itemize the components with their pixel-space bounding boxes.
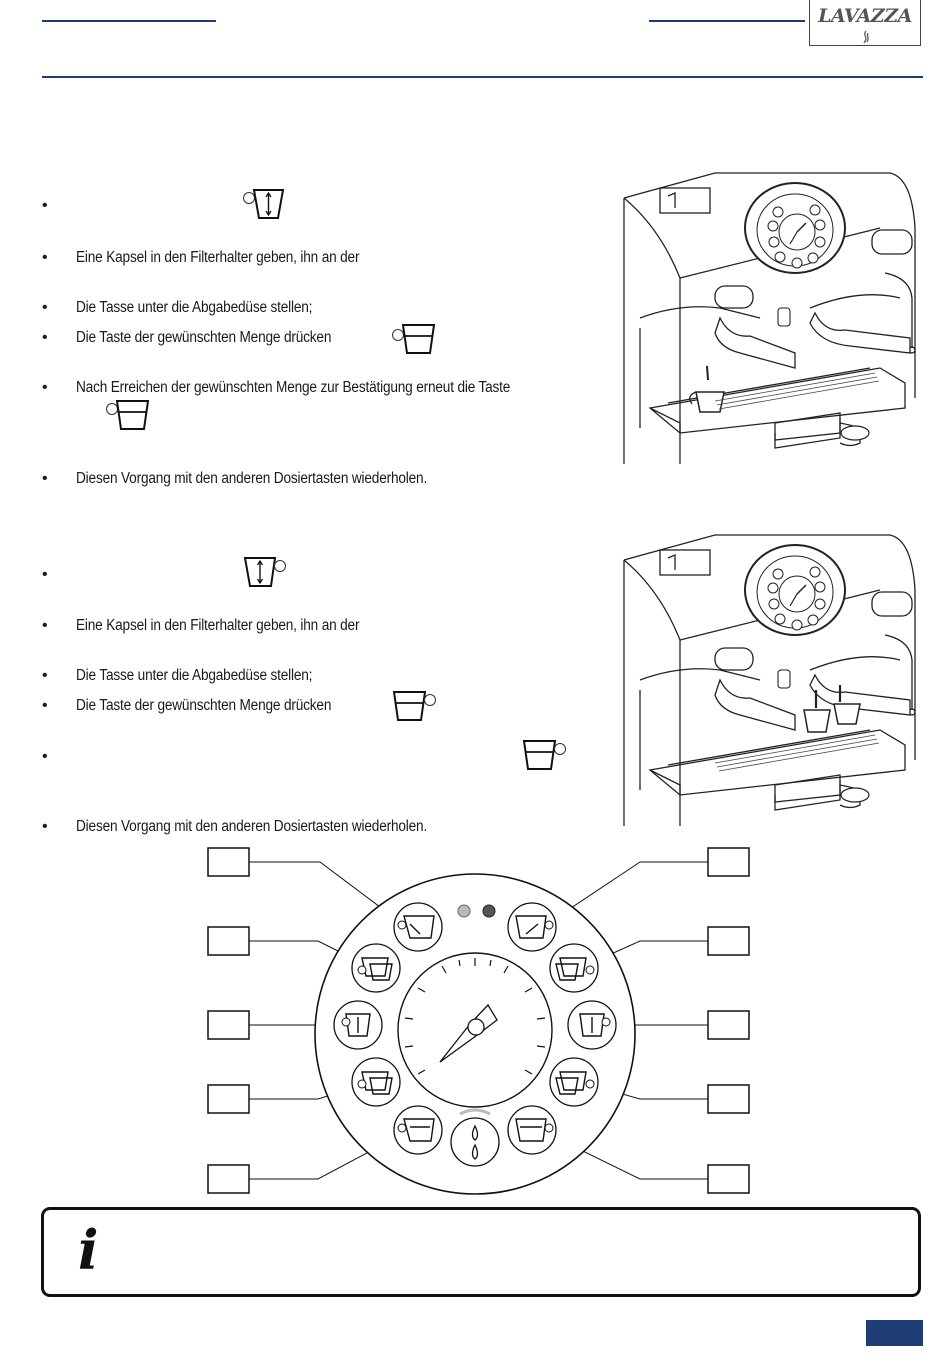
header-rule-left xyxy=(42,20,216,22)
brand-logo-text: LAVAZZA xyxy=(818,5,912,27)
programming-button-right-icon xyxy=(243,557,286,587)
callout-box xyxy=(207,1084,250,1114)
instruction-text: Die Taste der gewünschten Menge drücken xyxy=(76,697,332,714)
instruction-text: Die Tasse unter die Abgabedüse stellen; xyxy=(76,299,313,316)
large-cup-button-icon xyxy=(392,324,436,354)
callout-box xyxy=(207,1010,250,1040)
coffee-flame-icon xyxy=(863,30,869,44)
callout-box xyxy=(707,1084,750,1114)
page-number-tab xyxy=(866,1320,923,1346)
callout-box xyxy=(707,926,750,956)
bullet-dot: • xyxy=(42,329,48,346)
instruction-text: Eine Kapsel in den Filterhalter geben, i… xyxy=(76,249,360,266)
instruction-text: Die Tasse unter die Abgabedüse stellen; xyxy=(76,667,313,684)
bullet-dot: • xyxy=(42,667,48,684)
callout-box xyxy=(707,1010,750,1040)
espresso-machine-illustration-left-dispensing xyxy=(623,172,916,464)
instruction-text: Diesen Vorgang mit den anderen Dosiertas… xyxy=(76,470,428,487)
callout-box xyxy=(207,1164,250,1194)
brand-logo: LAVAZZA xyxy=(809,0,921,46)
dose-button xyxy=(507,902,557,952)
bullet-dot: • xyxy=(42,379,48,396)
callout-box xyxy=(207,926,250,956)
bullet-dot: • xyxy=(42,197,48,214)
large-cup-button-right-icon xyxy=(522,740,566,770)
bullet-dot: • xyxy=(42,617,48,634)
bullet-dot: • xyxy=(42,818,48,835)
bullet-dot: • xyxy=(42,299,48,316)
hot-water-button xyxy=(450,1117,500,1167)
bullet-dot: • xyxy=(42,566,48,583)
bullet-dot: • xyxy=(42,748,48,765)
bullet-dot: • xyxy=(42,697,48,714)
info-note-box xyxy=(41,1207,921,1297)
large-cup-button-right-icon xyxy=(392,691,436,721)
espresso-machine-illustration-right-dispensing xyxy=(623,534,916,826)
header-main-rule xyxy=(42,76,923,78)
info-icon: i xyxy=(78,1218,99,1282)
callout-box xyxy=(207,847,250,877)
control-panel-diagram xyxy=(207,847,750,1195)
callout-box xyxy=(707,847,750,877)
dose-button xyxy=(507,1105,557,1155)
dose-button xyxy=(393,1105,443,1155)
bullet-dot: • xyxy=(42,249,48,266)
instruction-text: Nach Erreichen der gewünschten Menge zur… xyxy=(76,379,511,396)
gauge-needle xyxy=(439,1003,498,1063)
indicator-lamp xyxy=(482,904,496,918)
callout-box xyxy=(707,1164,750,1194)
instruction-text: Eine Kapsel in den Filterhalter geben, i… xyxy=(76,617,360,634)
instruction-text: Diesen Vorgang mit den anderen Dosiertas… xyxy=(76,818,428,835)
instruction-text: Die Taste der gewünschten Menge drücken xyxy=(76,329,332,346)
dose-button xyxy=(393,902,443,952)
large-cup-button-icon xyxy=(106,400,150,430)
header-rule-right xyxy=(649,20,805,22)
indicator-lamp xyxy=(457,904,471,918)
bullet-dot: • xyxy=(42,470,48,487)
programming-button-icon xyxy=(243,189,285,219)
